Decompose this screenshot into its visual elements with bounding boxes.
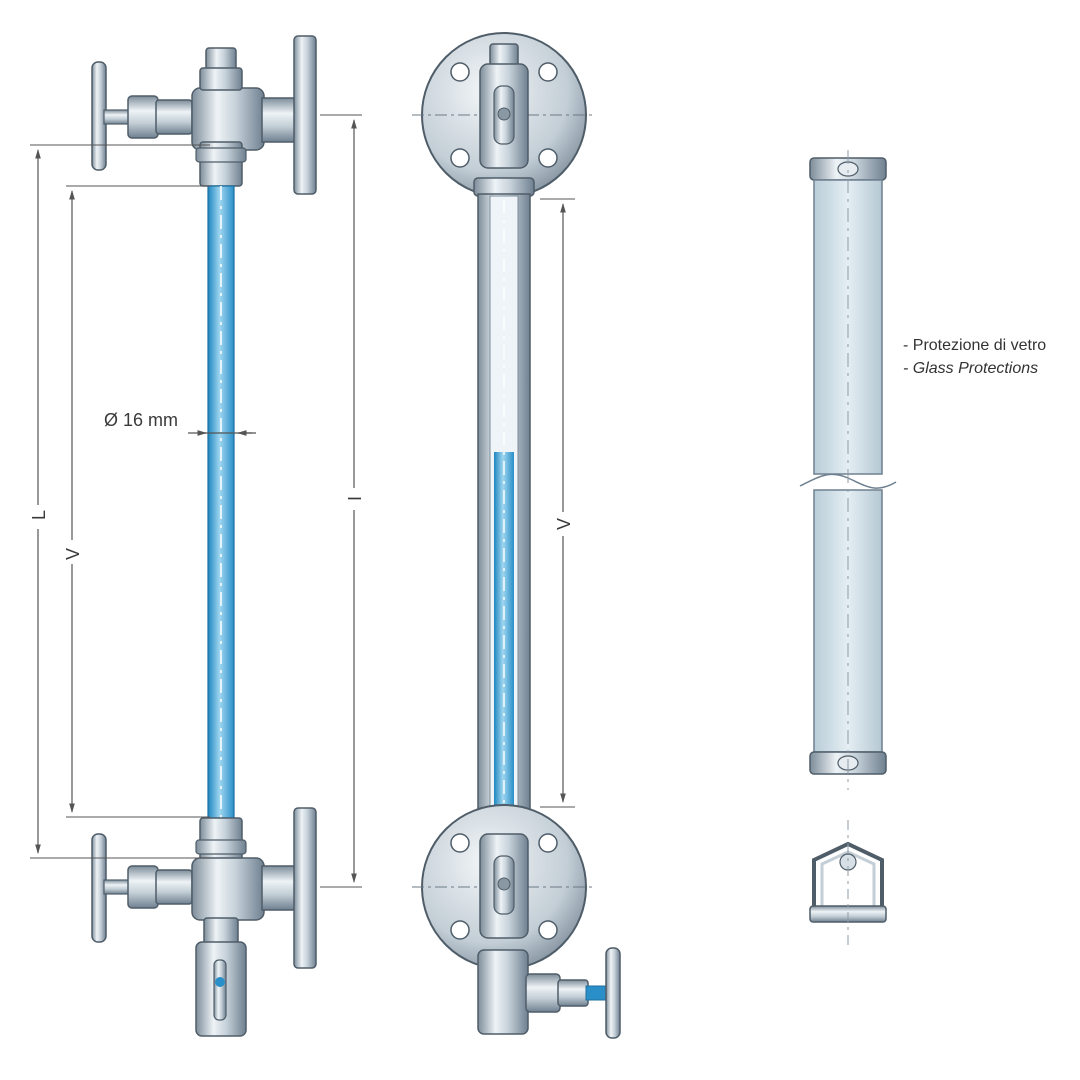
glass-protection-label-en: - Glass Protections [903, 360, 1039, 377]
glass-protection-label-it: - Protezione di vetro [903, 337, 1047, 354]
glass-protection-label: - Protezione di vetro - Glass Protection… [903, 334, 1046, 380]
diameter-label: Ø 16 mm [104, 410, 178, 430]
front-view-gauge: V [412, 32, 621, 1039]
glass-protection-section [809, 820, 887, 946]
glass-protection-view [799, 150, 897, 946]
bottom-valve-side [91, 807, 317, 1037]
top-valve-side [91, 35, 317, 195]
center-distance-I-label: I [345, 496, 365, 501]
liquid-column [494, 452, 514, 810]
visible-length-left-label: V [63, 548, 83, 560]
length-L-label: L [29, 510, 49, 520]
visible-length-center-label: V [554, 518, 574, 530]
side-view-gauge: Ø 16 mm L V I [29, 35, 365, 1037]
